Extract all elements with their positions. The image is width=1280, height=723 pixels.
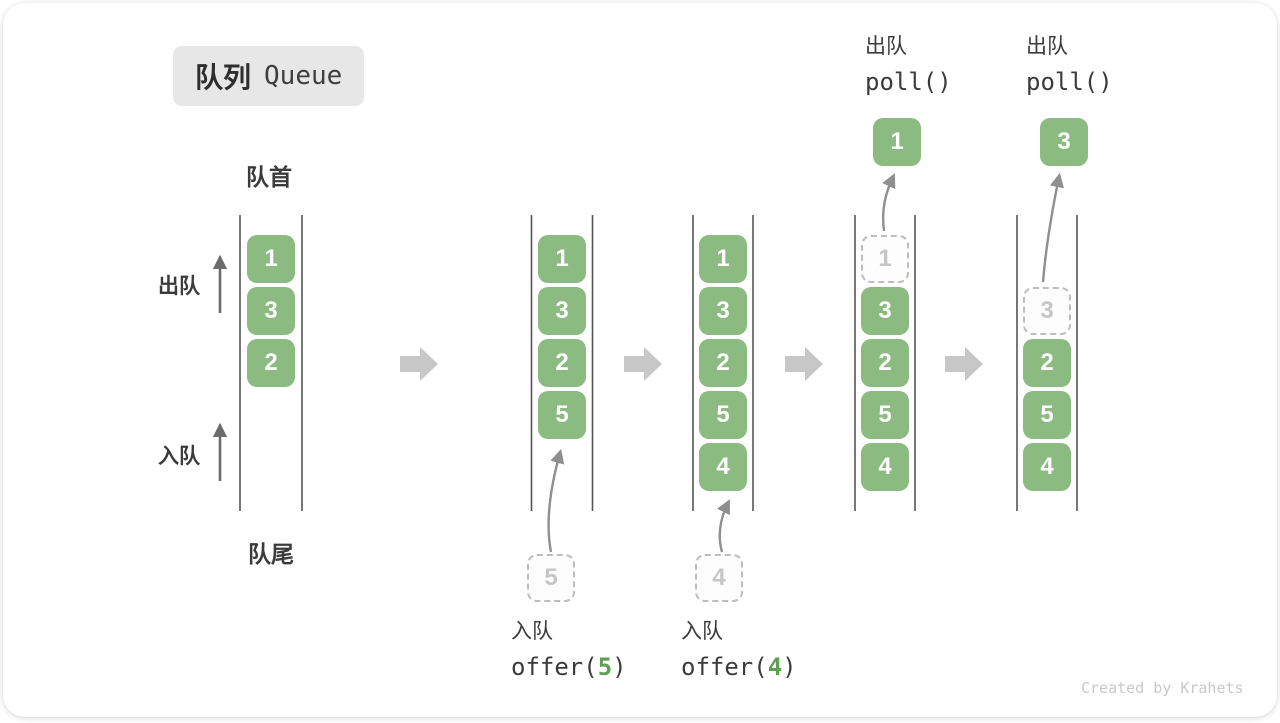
dequeue-op-label-poll-first: 出队 poll() (865, 35, 952, 96)
dequeue-path-arrow-icon (1041, 172, 1065, 283)
queue-cell: 2 (1023, 339, 1071, 387)
queue-cell: 3 (247, 287, 295, 335)
dequeue-path-arrow-icon (881, 173, 896, 232)
diagram-card: 队列 Queue 队首 队尾 出队 入队 入队 offer(5) 入队 offe… (3, 3, 1277, 717)
pending-element-cell: 5 (527, 554, 575, 602)
enqueue-path-arrow-icon (717, 499, 730, 553)
queue-front-label: 队首 (246, 164, 292, 190)
title-badge: 队列 Queue (173, 46, 365, 106)
queue-cell: 1 (699, 235, 747, 283)
queue-cell: 3 (538, 287, 586, 335)
op-action-label: 出队 (1026, 35, 1068, 58)
popped-element-cell: 3 (1040, 118, 1088, 166)
queue-cell: 5 (1023, 391, 1071, 439)
queue-cell: 1 (247, 235, 295, 283)
op-code-label: offer(5) (511, 653, 627, 681)
diagram-overlay-graphics (212, 172, 1078, 553)
title-zh: 队列 (195, 62, 252, 93)
op-code-label: poll() (865, 68, 952, 96)
op-action-label: 入队 (681, 620, 723, 643)
popped-element-cell: 1 (873, 118, 921, 166)
queue-cell: 2 (861, 339, 909, 387)
diagram-stage: 队列 Queue 队首 队尾 出队 入队 入队 offer(5) 入队 offe… (3, 3, 1277, 717)
queue-cell: 4 (861, 443, 909, 491)
queue-cell: 5 (699, 391, 747, 439)
queue-cell: 4 (1023, 443, 1071, 491)
enqueue-path-arrow-icon (547, 448, 565, 553)
queue-cell: 1 (538, 235, 586, 283)
op-action-label: 入队 (511, 620, 553, 643)
queue-rear-label: 队尾 (248, 541, 294, 567)
enqueue-side-label: 入队 (158, 445, 200, 468)
op-action-label: 出队 (865, 35, 907, 58)
queue-cell: 3 (699, 287, 747, 335)
op-code-arg: 5 (597, 653, 613, 681)
queue-wall-lines (239, 215, 1078, 511)
queue-cell: 2 (538, 339, 586, 387)
queue-cell-dashed: 1 (861, 235, 909, 283)
watermark: Created by Krahets (1081, 679, 1244, 697)
queue-cell: 3 (861, 287, 909, 335)
queue-cell: 2 (247, 339, 295, 387)
title-en: Queue (264, 61, 343, 91)
queue-cell: 5 (861, 391, 909, 439)
queue-cell-dashed: 3 (1023, 287, 1071, 335)
queue-cell: 4 (699, 443, 747, 491)
op-code-arg: 4 (767, 653, 783, 681)
dequeue-side-label: 出队 (158, 275, 200, 298)
enqueue-op-label-offer5: 入队 offer(5) (511, 620, 627, 681)
op-code-label: offer(4) (681, 653, 797, 681)
queue-cell: 5 (538, 391, 586, 439)
pending-element-cell: 4 (695, 554, 743, 602)
state-transition-arrow-icons (400, 347, 983, 381)
queue-cell: 2 (699, 339, 747, 387)
enqueue-op-label-offer4: 入队 offer(4) (681, 620, 797, 681)
op-code-label: poll() (1026, 68, 1113, 96)
dequeue-op-label-poll-second: 出队 poll() (1026, 35, 1113, 96)
